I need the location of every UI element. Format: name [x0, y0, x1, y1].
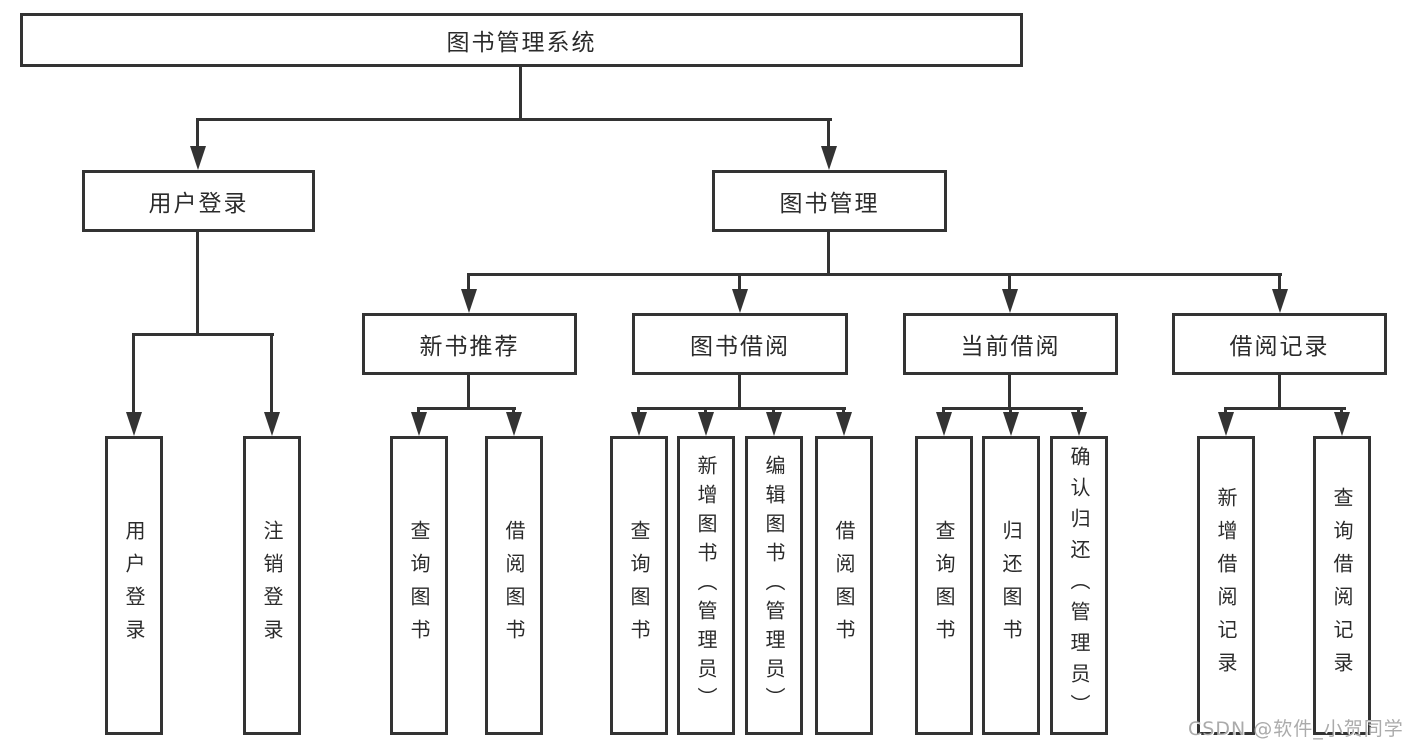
node-label: 查询借阅记录 — [1330, 486, 1354, 685]
node-label: 借阅记录 — [1229, 334, 1330, 360]
line — [738, 273, 741, 291]
node-label: 新增借阅记录 — [1214, 486, 1238, 685]
arrow-down-icon — [1272, 289, 1288, 313]
leaf-query-books-borrow: 查询图书 — [610, 436, 668, 735]
node-label: 确认归还（管理员） — [1067, 446, 1091, 725]
node-library-management-system: 图书管理系统 — [20, 13, 1023, 67]
node-label: 查询图书 — [407, 519, 431, 652]
line — [827, 118, 830, 148]
node-current-borrowing: 当前借阅 — [903, 313, 1118, 375]
node-book-management: 图书管理 — [712, 170, 947, 232]
line — [1278, 273, 1281, 291]
leaf-borrow-books-recommend: 借阅图书 — [485, 436, 543, 735]
node-label: 图书借阅 — [690, 334, 790, 360]
csdn-watermark: CSDN @软件_小贺同学 — [1188, 718, 1404, 740]
leaf-confirm-return-admin: 确认归还（管理员） — [1050, 436, 1108, 735]
leaf-query-books-recommend: 查询图书 — [390, 436, 448, 735]
arrow-down-icon — [631, 412, 647, 436]
leaf-query-books-current: 查询图书 — [915, 436, 973, 735]
line — [1224, 407, 1346, 410]
arrow-down-icon — [732, 289, 748, 313]
line — [1008, 375, 1011, 407]
node-label: 用户登录 — [148, 191, 249, 217]
arrow-down-icon — [126, 412, 142, 436]
arrow-down-icon — [698, 412, 714, 436]
line — [738, 375, 741, 407]
leaf-user-login: 用户登录 — [105, 436, 163, 735]
node-book-borrowing: 图书借阅 — [632, 313, 848, 375]
line — [270, 333, 273, 413]
node-label: 新书推荐 — [419, 334, 520, 360]
node-label: 新增图书（管理员） — [694, 455, 718, 716]
arrow-down-icon — [1002, 289, 1018, 313]
leaf-return-books: 归还图书 — [982, 436, 1040, 735]
arrow-down-icon — [190, 146, 206, 170]
node-borrowing-records: 借阅记录 — [1172, 313, 1387, 375]
line — [467, 273, 1282, 276]
arrow-down-icon — [506, 412, 522, 436]
leaf-edit-books-admin: 编辑图书（管理员） — [745, 436, 803, 735]
node-new-book-recommendation: 新书推荐 — [362, 313, 577, 375]
arrow-down-icon — [1218, 412, 1234, 436]
node-label: 借阅图书 — [502, 519, 526, 652]
line — [417, 407, 516, 410]
node-user-login: 用户登录 — [82, 170, 315, 232]
leaf-query-borrow-record: 查询借阅记录 — [1313, 436, 1371, 735]
line — [467, 273, 470, 291]
arrow-down-icon — [461, 289, 477, 313]
node-label: 当前借阅 — [960, 334, 1061, 360]
line — [132, 333, 274, 336]
arrow-down-icon — [836, 412, 852, 436]
arrow-down-icon — [936, 412, 952, 436]
leaf-add-borrow-record: 新增借阅记录 — [1197, 436, 1255, 735]
leaf-borrow-books: 借阅图书 — [815, 436, 873, 735]
node-label: 归还图书 — [999, 519, 1023, 652]
arrow-down-icon — [1003, 412, 1019, 436]
line — [1278, 375, 1281, 407]
node-label: 图书管理系统 — [446, 30, 597, 56]
node-label: 注销登录 — [260, 519, 284, 652]
node-label: 用户登录 — [122, 519, 146, 652]
arrow-down-icon — [766, 412, 782, 436]
line — [637, 407, 846, 410]
node-label: 图书管理 — [779, 191, 880, 217]
arrow-down-icon — [411, 412, 427, 436]
line — [1008, 273, 1011, 291]
arrow-down-icon — [1334, 412, 1350, 436]
arrow-down-icon — [264, 412, 280, 436]
node-label: 查询图书 — [932, 519, 956, 652]
line — [196, 118, 832, 121]
line — [827, 232, 830, 273]
node-label: 借阅图书 — [832, 519, 856, 652]
line — [467, 375, 470, 407]
line — [942, 407, 1083, 410]
line — [196, 232, 199, 333]
leaf-logout: 注销登录 — [243, 436, 301, 735]
arrow-down-icon — [1071, 412, 1087, 436]
node-label: 编辑图书（管理员） — [762, 455, 786, 716]
arrow-down-icon — [821, 146, 837, 170]
leaf-add-books-admin: 新增图书（管理员） — [677, 436, 735, 735]
node-label: 查询图书 — [627, 519, 651, 652]
line — [196, 118, 199, 148]
line — [132, 333, 135, 413]
line — [519, 67, 522, 118]
